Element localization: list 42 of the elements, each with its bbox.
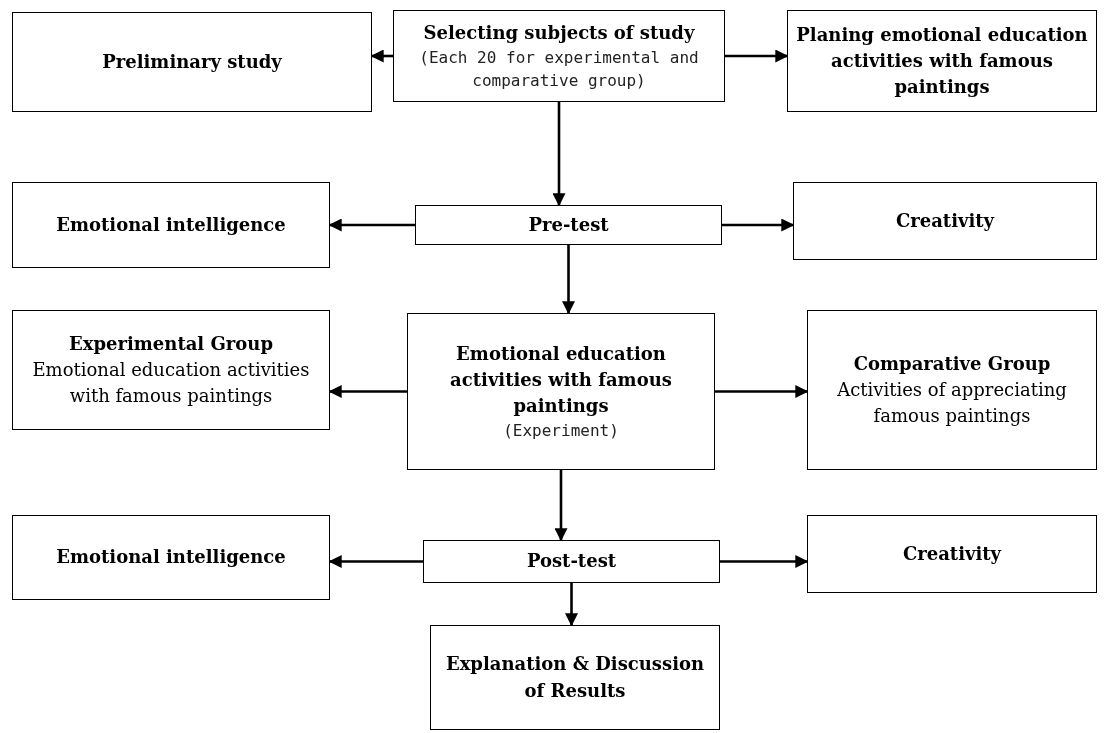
box-title: Pre-test xyxy=(528,212,609,237)
arrow xyxy=(328,555,423,568)
box-title: Post-test xyxy=(526,549,617,574)
box-description: (Each 20 for experimental and comparative group) xyxy=(418,46,700,93)
arrow xyxy=(552,102,566,207)
box-title: Planing emotional education activities with famous paintings xyxy=(795,22,1089,100)
box-title: Creativity xyxy=(895,208,995,233)
arrow xyxy=(720,555,809,568)
process-box xyxy=(12,182,330,268)
box-description: Emotional education activities with famous paintings xyxy=(31,357,311,409)
arrow xyxy=(554,470,568,542)
process-box xyxy=(12,310,330,430)
box-title: Emotional education activities with famous paintings xyxy=(449,341,673,418)
arrow xyxy=(715,385,809,398)
process-box xyxy=(787,10,1097,112)
box-title: Creativity xyxy=(902,541,1002,566)
process-box xyxy=(430,625,720,730)
box-title: Explanation & Discussion of Results xyxy=(444,652,706,703)
box-title: Experimental Group xyxy=(69,331,273,356)
box-title: Comparative Group xyxy=(853,351,1051,376)
arrow xyxy=(565,583,578,627)
arrow xyxy=(725,49,789,63)
arrow xyxy=(562,245,575,315)
process-box xyxy=(407,313,715,470)
process-box xyxy=(415,205,722,245)
box-title: Selecting subjects of study xyxy=(423,20,695,45)
arrow xyxy=(328,385,407,398)
arrow xyxy=(370,49,393,63)
process-box xyxy=(12,12,372,112)
process-box xyxy=(793,182,1097,260)
box-title: Emotional intelligence xyxy=(56,545,286,570)
process-box xyxy=(12,515,330,600)
process-box xyxy=(393,10,725,102)
arrow xyxy=(722,218,795,232)
process-box xyxy=(807,515,1097,593)
box-description: (Experiment) xyxy=(503,420,619,443)
box-title: Preliminary study xyxy=(102,49,282,74)
box-title: Emotional intelligence xyxy=(56,212,286,237)
arrow xyxy=(328,218,415,232)
process-box xyxy=(423,540,720,583)
box-description: Activities of appreciating famous paintings xyxy=(836,377,1068,429)
process-box xyxy=(807,310,1097,470)
